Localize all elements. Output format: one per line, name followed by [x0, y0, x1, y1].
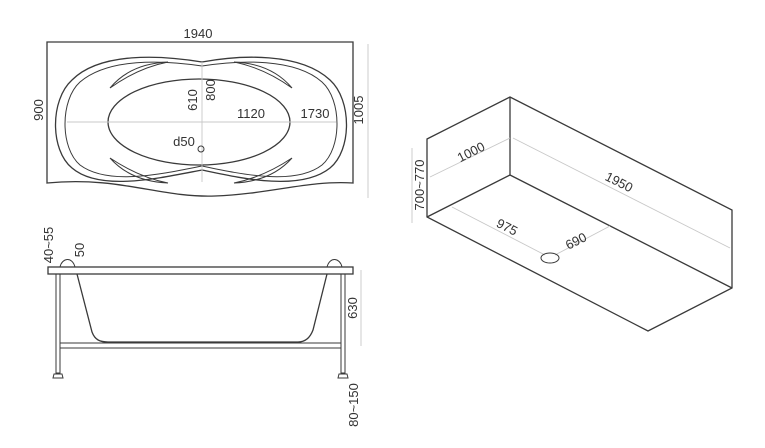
drain-wall-dimension-line: [554, 225, 611, 256]
label-drain-from-end: 975: [494, 215, 520, 238]
label-depth: 630: [345, 297, 360, 319]
label-inner-width: 610: [185, 89, 200, 111]
crossbar: [59, 342, 342, 349]
armrest-tr: [233, 61, 293, 89]
side-view: 40~55 50 630 80~150: [41, 227, 362, 427]
label-overall-length: 1940: [184, 26, 213, 41]
leg-left: [55, 273, 61, 374]
label-bowl-length: 1730: [301, 106, 330, 121]
niche-edge-floor-left: [426, 174, 511, 218]
niche-box-outline: [426, 96, 733, 332]
foot-right: [337, 373, 349, 379]
label-bowl-width: 800: [203, 79, 218, 101]
top-view: 1940 900 610 800 1120 1730 d50 1005: [31, 26, 369, 198]
label-niche-width: 1000: [455, 139, 488, 165]
drain-end-dimension-line: [451, 206, 546, 256]
label-max-width: 1005: [351, 96, 366, 125]
label-inner-length: 1120: [237, 106, 265, 121]
niche-edge-floor-back: [509, 174, 733, 289]
niche-view: 1000 1950 975 690 700~770: [411, 96, 733, 332]
label-leg-height: 80~150: [346, 383, 361, 427]
drain-icon: [540, 252, 560, 264]
rim: [47, 266, 354, 275]
label-niche-height: 700~770: [412, 160, 427, 211]
basin-profile: [76, 273, 328, 343]
foot-left: [52, 373, 64, 379]
leg-right: [340, 273, 346, 374]
armrest-br: [233, 157, 293, 184]
label-headrest: 50: [72, 243, 87, 257]
width-dimension-line: [429, 137, 511, 178]
label-rim-height: 40~55: [41, 227, 56, 264]
label-drain: d50: [173, 134, 195, 149]
label-overall-width: 900: [31, 99, 46, 121]
armrest-tl: [109, 61, 169, 89]
headrest-left: [59, 259, 76, 268]
label-drain-from-wall: 690: [563, 229, 589, 252]
length-dimension-line: [512, 137, 731, 249]
drain-icon: [197, 145, 205, 153]
armrest-bl: [109, 157, 169, 184]
top-view-outline: [46, 41, 354, 197]
headrest-right: [326, 259, 343, 268]
